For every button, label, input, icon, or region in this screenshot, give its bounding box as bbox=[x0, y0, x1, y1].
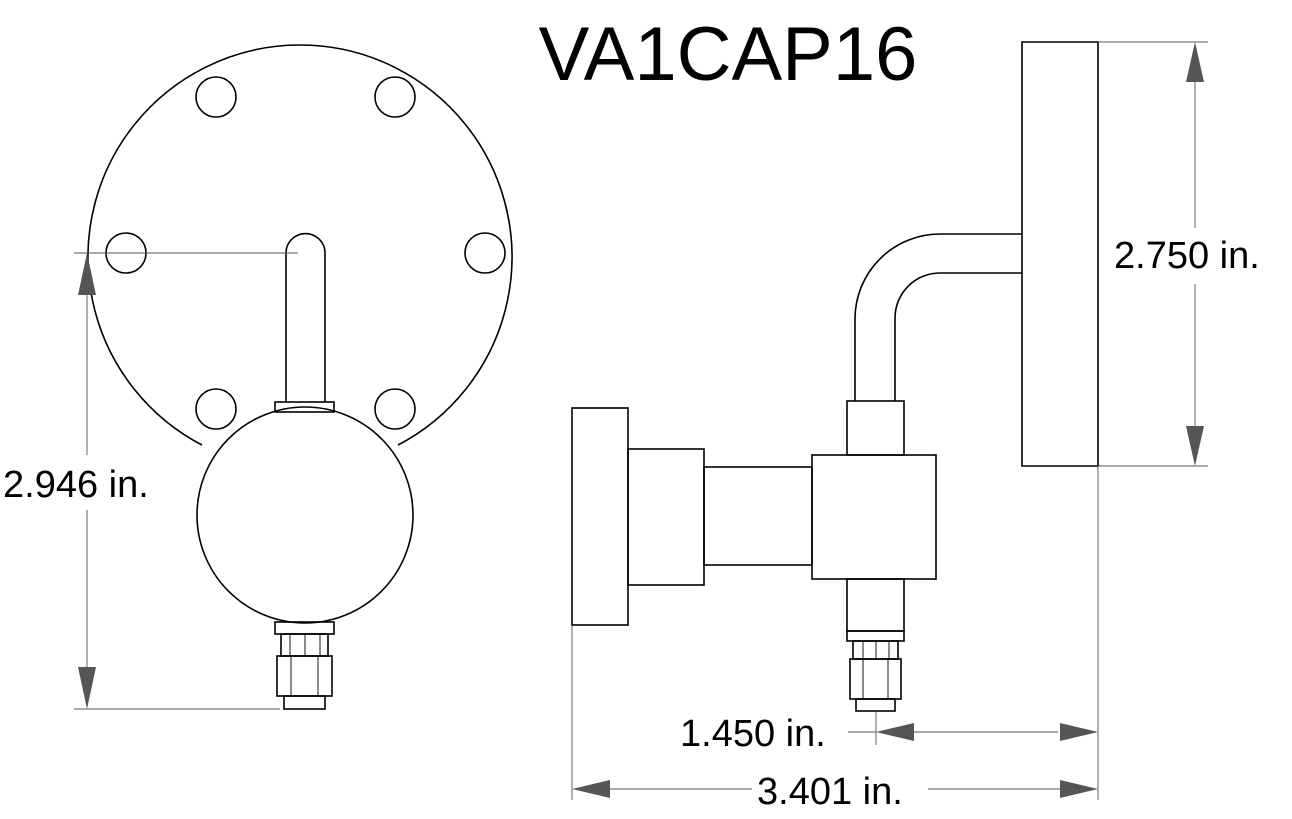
front-body bbox=[196, 406, 414, 624]
elbow-outer bbox=[854, 233, 1022, 401]
dim-port-offset: 1.450 in. bbox=[680, 713, 826, 755]
connector-hex bbox=[276, 655, 333, 697]
connector-ring bbox=[274, 621, 335, 635]
dim-flange-height: 2.750 in. bbox=[1114, 235, 1260, 277]
side-connector-hex bbox=[849, 658, 902, 700]
front-flange bbox=[87, 44, 513, 446]
side-view: 2.750 in. 1.450 in. 3.401 in. bbox=[571, 41, 1260, 813]
waveguide-step bbox=[627, 448, 705, 586]
bolt-hole bbox=[374, 76, 416, 118]
drawing-title: VA1CAP16 bbox=[539, 12, 918, 97]
front-collar bbox=[274, 401, 335, 413]
lower-stub bbox=[846, 578, 905, 632]
connector-nut bbox=[280, 633, 329, 657]
side-connector-tip bbox=[855, 698, 896, 712]
waveguide-section bbox=[703, 466, 813, 566]
front-view: 2.946 in. bbox=[3, 44, 513, 710]
side-connector-nut bbox=[852, 640, 899, 660]
elbow-inner bbox=[894, 272, 1022, 401]
dim-overall-length: 3.401 in. bbox=[757, 771, 903, 813]
bolt-hole bbox=[374, 388, 416, 430]
bolt-hole bbox=[195, 388, 237, 430]
bolt-hole bbox=[195, 76, 237, 118]
dim-height-front: 2.946 in. bbox=[3, 464, 149, 506]
connector-tip bbox=[283, 695, 326, 710]
front-tube bbox=[285, 232, 326, 402]
side-connector-ring bbox=[846, 630, 905, 642]
side-flange bbox=[1021, 41, 1099, 467]
upper-stub bbox=[846, 400, 905, 456]
left-flange bbox=[571, 407, 629, 626]
side-body bbox=[811, 454, 937, 580]
bolt-hole bbox=[464, 232, 506, 274]
